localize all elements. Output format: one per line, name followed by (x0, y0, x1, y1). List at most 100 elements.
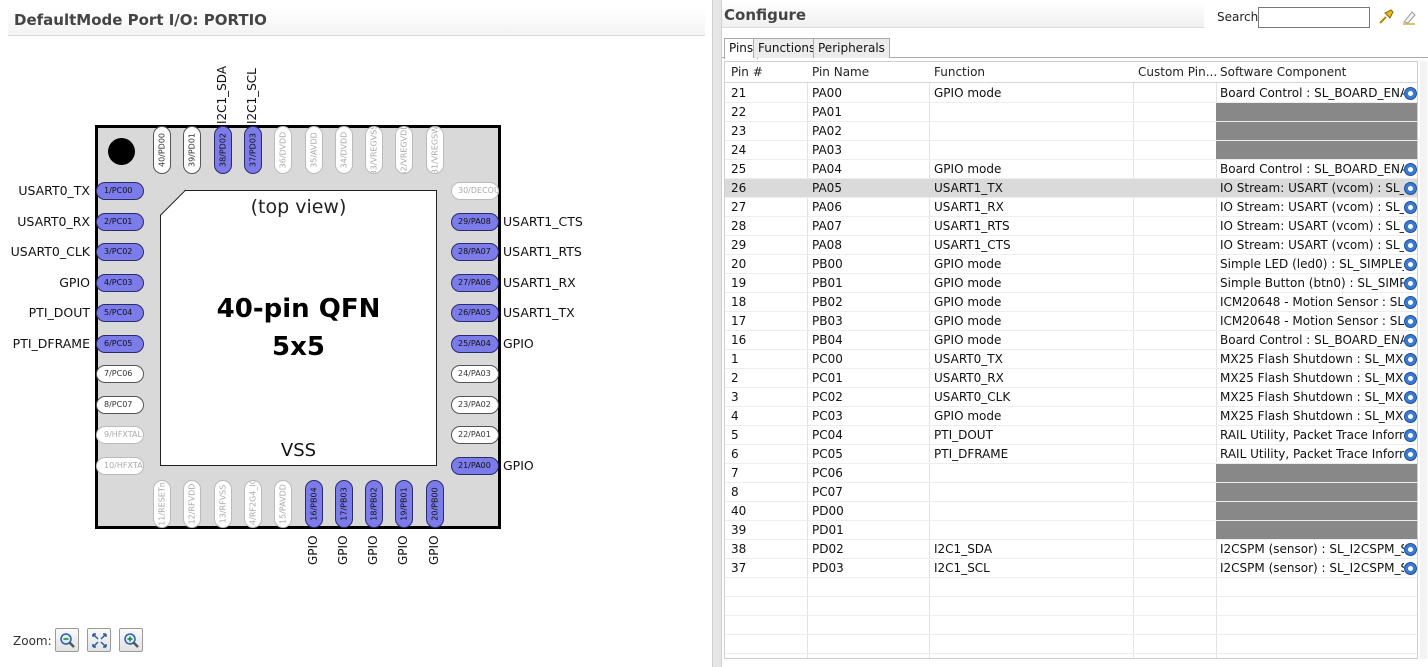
component-link-icon[interactable] (1404, 277, 1417, 290)
chip-pin[interactable]: 25/PA04 (451, 335, 499, 353)
column-header-pin-name[interactable]: Pin Name (812, 65, 869, 79)
table-row[interactable]: 17PB03GPIO modeICM20648 - Motion Sensor … (725, 312, 1417, 331)
table-row[interactable]: 18PB02GPIO modeICM20648 - Motion Sensor … (725, 293, 1417, 312)
column-header-pin-number[interactable]: Pin # (731, 65, 763, 79)
chip-pin[interactable]: 23/PA02 (451, 396, 499, 414)
zoom-in-button[interactable] (119, 628, 143, 652)
panel-splitter[interactable] (712, 0, 722, 667)
pin-tool-button[interactable] (1377, 8, 1395, 30)
component-link-icon[interactable] (1404, 429, 1417, 442)
table-row[interactable]: 8PC07 (725, 483, 1417, 502)
table-row[interactable]: 37PD03I2C1_SCLI2CSPM (sensor) : SL_I2CSP… (725, 559, 1417, 578)
table-row[interactable]: 16PB04GPIO modeBoard Control : SL_BOARD_… (725, 331, 1417, 350)
chip-pin[interactable]: 29/PA08 (451, 213, 499, 231)
zoom-fit-button[interactable] (87, 628, 111, 652)
chip-pin[interactable]: 7/PC06 (96, 365, 144, 383)
chip-pin[interactable]: 39/PD01 (183, 126, 201, 174)
chip-pin[interactable]: 17/PB03 (335, 480, 353, 528)
table-row[interactable]: 39PD01 (725, 521, 1417, 540)
table-row[interactable]: 27PA06USART1_RXIO Stream: USART (vcom) :… (725, 198, 1417, 217)
table-row[interactable]: 38PD02I2C1_SDAI2CSPM (sensor) : SL_I2CSP… (725, 540, 1417, 559)
component-link-icon[interactable] (1404, 334, 1417, 347)
chip-pin[interactable]: 8/PC07 (96, 396, 144, 414)
component-link-icon[interactable] (1404, 562, 1417, 575)
component-link-icon[interactable] (1404, 372, 1417, 385)
chip-pin[interactable]: 38/PD02 (214, 126, 232, 174)
table-row[interactable]: 29PA08USART1_CTSIO Stream: USART (vcom) … (725, 236, 1417, 255)
chip-pin[interactable]: 26/PA05 (451, 304, 499, 322)
chip-pin[interactable]: 9/HFXTAL_I (96, 426, 144, 444)
table-row[interactable]: 20PB00GPIO modeSimple LED (led0) : SL_SI… (725, 255, 1417, 274)
chip-pin[interactable]: 6/PC05 (96, 335, 144, 353)
component-link-icon[interactable] (1404, 353, 1417, 366)
column-header-custom-pin-name[interactable]: Custom Pin... (1138, 65, 1217, 79)
component-link-icon[interactable] (1404, 201, 1417, 214)
chip-pin[interactable]: 12/RFVDD (183, 480, 201, 528)
chip-pin[interactable]: 19/PB01 (395, 480, 413, 528)
component-link-icon[interactable] (1404, 220, 1417, 233)
chip-pin[interactable]: 18/PB02 (365, 480, 383, 528)
column-header-software-component[interactable]: Software Component (1220, 65, 1346, 79)
chip-pin[interactable]: 1/PC00 (96, 182, 144, 200)
chip-pin[interactable]: 36/DVDD (274, 126, 292, 174)
table-row[interactable]: 40PD00 (725, 502, 1417, 521)
table-row[interactable]: 25PA04GPIO modeBoard Control : SL_BOARD_… (725, 160, 1417, 179)
component-link-icon[interactable] (1404, 315, 1417, 328)
tab-functions[interactable]: Functions (753, 38, 820, 58)
chip-pin[interactable]: 20/PB00 (426, 480, 444, 528)
table-scrollbar[interactable] (1420, 61, 1427, 659)
chip-pin[interactable]: 15/PAVDD (274, 480, 292, 528)
chip-pin[interactable]: 32/VREGVDD (395, 126, 413, 174)
component-link-icon[interactable] (1404, 543, 1417, 556)
chip-pin[interactable]: 27/PA06 (451, 274, 499, 292)
chip-pin[interactable]: 5/PC04 (96, 304, 144, 322)
table-row[interactable]: 7PC06 (725, 464, 1417, 483)
chip-pin[interactable]: 21/PA00 (451, 457, 499, 475)
chip-pin[interactable]: 22/PA01 (451, 426, 499, 444)
table-row[interactable]: 23PA02 (725, 122, 1417, 141)
component-link-icon[interactable] (1404, 239, 1417, 252)
chip-pin[interactable]: 31/VREGSW (426, 126, 444, 174)
table-row[interactable]: 3PC02USART0_CLKMX25 Flash Shutdown : SL_… (725, 388, 1417, 407)
chip-pin[interactable]: 24/PA03 (451, 365, 499, 383)
component-link-icon[interactable] (1404, 410, 1417, 423)
chip-pin[interactable]: 40/PD00 (153, 126, 171, 174)
component-link-icon[interactable] (1404, 391, 1417, 404)
chip-pin[interactable]: 3/PC02 (96, 243, 144, 261)
component-link-icon[interactable] (1404, 163, 1417, 176)
component-link-icon[interactable] (1404, 448, 1417, 461)
clear-tool-button[interactable] (1400, 8, 1418, 30)
table-row[interactable]: 2PC01USART0_RXMX25 Flash Shutdown : SL_M… (725, 369, 1417, 388)
component-link-icon[interactable] (1404, 296, 1417, 309)
chip-pin[interactable]: 34/DVDD (335, 126, 353, 174)
zoom-out-button[interactable] (55, 628, 79, 652)
table-row[interactable]: 6PC05PTI_DFRAMERAIL Utility, Packet Trac… (725, 445, 1417, 464)
table-row[interactable]: 4PC03GPIO modeMX25 Flash Shutdown : SL_M… (725, 407, 1417, 426)
tab-peripherals[interactable]: Peripherals (813, 38, 890, 58)
search-input[interactable] (1258, 7, 1370, 28)
chip-pin[interactable]: 2/PC01 (96, 213, 144, 231)
chip-pin[interactable]: 33/VREGVSS (365, 126, 383, 174)
chip-pin[interactable]: 11/RESETn (153, 480, 171, 528)
chip-pin[interactable]: 16/PB04 (305, 480, 323, 528)
table-row[interactable]: 19PB01GPIO modeSimple Button (btn0) : SL… (725, 274, 1417, 293)
chip-pin[interactable]: 30/DECOU... (451, 182, 499, 200)
chip-pin[interactable]: 37/PD03 (244, 126, 262, 174)
component-link-icon[interactable] (1404, 87, 1417, 100)
table-row[interactable]: 1PC00USART0_TXMX25 Flash Shutdown : SL_M… (725, 350, 1417, 369)
column-header-function[interactable]: Function (934, 65, 985, 79)
chip-pin[interactable]: 28/PA07 (451, 243, 499, 261)
table-row[interactable]: 24PA03 (725, 141, 1417, 160)
table-row[interactable]: 5PC04PTI_DOUTRAIL Utility, Packet Trace … (725, 426, 1417, 445)
table-row[interactable]: 21PA00GPIO modeBoard Control : SL_BOARD_… (725, 84, 1417, 103)
chip-pin[interactable]: 35/AVDD (305, 126, 323, 174)
chip-pin[interactable]: 13/RFVSS (214, 480, 232, 528)
table-row[interactable]: 28PA07USART1_RTSIO Stream: USART (vcom) … (725, 217, 1417, 236)
table-row[interactable]: 22PA01 (725, 103, 1417, 122)
chip-pin[interactable]: 10/HFXTAL... (96, 457, 144, 475)
chip-pin[interactable]: 14/RF2G4_IO (244, 480, 262, 528)
chip-pin[interactable]: 4/PC03 (96, 274, 144, 292)
table-row[interactable]: 26PA05USART1_TXIO Stream: USART (vcom) :… (725, 179, 1417, 198)
component-link-icon[interactable] (1404, 182, 1417, 195)
component-link-icon[interactable] (1404, 258, 1417, 271)
